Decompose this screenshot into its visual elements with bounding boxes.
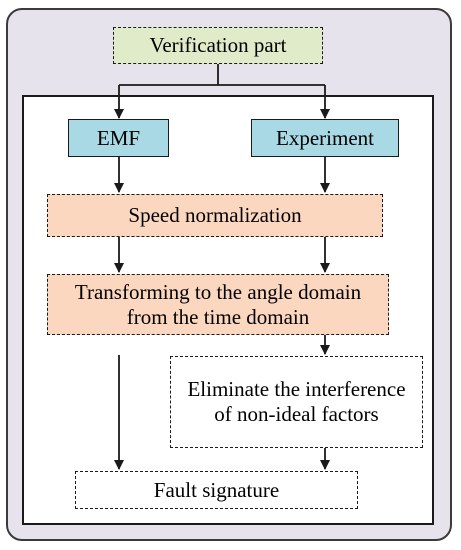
node-emf: EMF	[68, 119, 169, 157]
node-speed-normalization: Speed normalization	[47, 194, 383, 237]
node-verification-part: Verification part	[113, 27, 323, 64]
node-eliminate-interference: Eliminate the interference of non-ideal …	[170, 356, 423, 448]
node-experiment: Experiment	[251, 119, 399, 157]
node-fault-signature: Fault signature	[75, 471, 358, 509]
node-transforming: Transforming to the angle domain from th…	[47, 274, 389, 335]
